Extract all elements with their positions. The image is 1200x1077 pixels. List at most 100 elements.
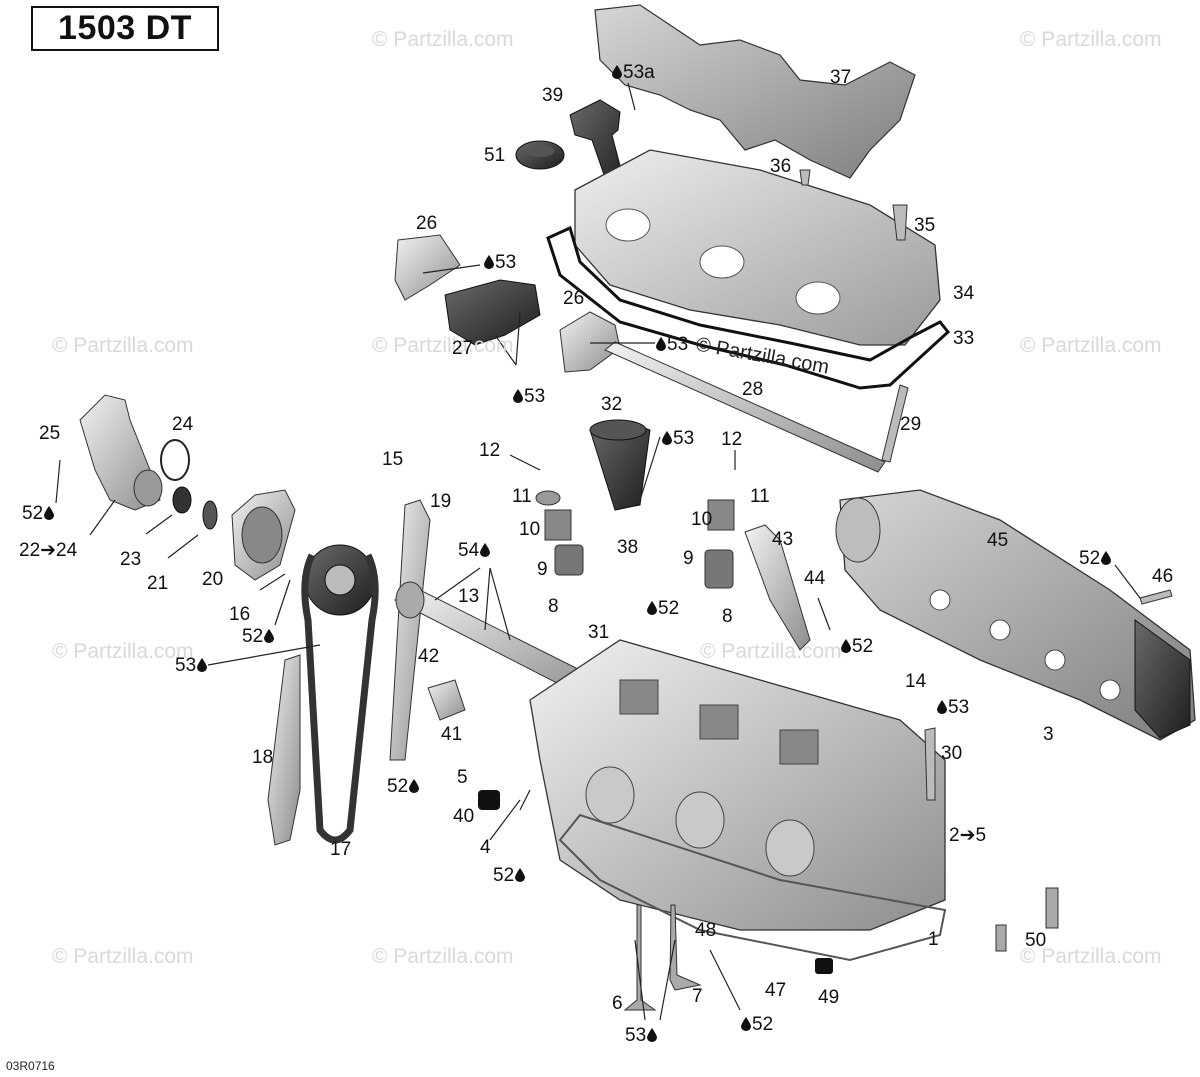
callout-6: 6 [612, 994, 623, 1013]
watermark: © Partzilla.com [1020, 334, 1162, 357]
callout-7: 7 [692, 987, 703, 1006]
callout-40: 40 [453, 807, 474, 826]
oil-drop-icon [647, 1028, 658, 1042]
callout-number: 53 [673, 428, 695, 449]
callout-number: 4 [480, 837, 491, 858]
callout-number: 23 [120, 549, 142, 570]
callout-36: 36 [770, 157, 791, 176]
callout-number: 18 [252, 747, 274, 768]
callout-26b: 26 [563, 289, 584, 308]
oil-drop-icon [480, 543, 491, 557]
callout-35: 35 [914, 216, 935, 235]
callout-number: 46 [1152, 566, 1174, 587]
callout-54: 54 [458, 541, 491, 560]
callout-number: 12 [479, 440, 501, 461]
dowel-50a [995, 924, 1007, 952]
callout-number: 26 [416, 213, 438, 234]
callout-number: 19 [430, 491, 452, 512]
callout-number: 27 [452, 338, 474, 359]
callout-53-c: 53 [655, 335, 688, 354]
callout-4: 4 [480, 838, 491, 857]
callout-28: 28 [742, 380, 763, 399]
callout-10b: 10 [691, 510, 712, 529]
intake-valve [623, 904, 657, 1011]
callout-16: 16 [229, 605, 250, 624]
callout-number: 53 [524, 386, 546, 407]
callout-29: 29 [900, 415, 921, 434]
watermark: © Partzilla.com [1020, 945, 1162, 968]
callout-number: 52 [493, 865, 515, 886]
callout-11b: 11 [750, 487, 770, 506]
callout-number: 31 [588, 622, 610, 643]
valve-spring-right [707, 499, 735, 531]
callout-number: 52 [242, 626, 264, 647]
callout-53-d: 53 [512, 387, 545, 406]
callout-51: 51 [484, 146, 505, 165]
callout-number: 54 [458, 540, 480, 561]
watermark: © Partzilla.com [372, 334, 514, 357]
oil-drop-icon [44, 506, 55, 520]
watermark: © Partzilla.com [52, 334, 194, 357]
callout-number: 29 [900, 414, 922, 435]
callout-45: 45 [987, 531, 1008, 550]
watermark: © Partzilla.com [1020, 28, 1162, 51]
callout-number: 52 [1079, 548, 1101, 569]
callout-52-a: 52 [22, 504, 55, 523]
callout-19: 19 [430, 492, 451, 511]
oil-drop-icon [662, 431, 672, 445]
callout-1: 1 [928, 930, 939, 949]
callout-number: 9 [683, 548, 694, 569]
callout-3: 3 [1043, 725, 1054, 744]
callout-number: 21 [147, 573, 169, 594]
callout-number: 35 [914, 215, 936, 236]
callout-number: 1 [928, 929, 939, 950]
callout-52-d: 52 [646, 599, 679, 618]
callout-number: 11 [512, 486, 532, 507]
callout-number: 53 [625, 1025, 647, 1046]
callout-number: 42 [418, 646, 440, 667]
callout-number: 51 [484, 145, 506, 166]
callout-52-e: 52 [840, 637, 873, 656]
oil-drop-icon [647, 601, 657, 615]
callout-number: 15 [382, 449, 404, 470]
oil-drop-icon [515, 868, 526, 882]
callout-number: 52 [22, 503, 44, 524]
watermark: © Partzilla.com [372, 28, 514, 51]
valve-cover-gasket [546, 225, 951, 390]
oil-drop-icon [197, 658, 208, 672]
plug-49 [815, 958, 833, 974]
callout-42: 42 [418, 647, 439, 666]
callout-53-b: 53 [483, 253, 516, 272]
callout-number: 20 [202, 569, 224, 590]
callout-number: 53 [175, 655, 197, 676]
callout-17: 17 [330, 840, 351, 859]
callout-9b: 9 [683, 549, 694, 568]
callout-37: 37 [830, 68, 851, 87]
callout-44: 44 [804, 569, 825, 588]
callout-53-e: 53 [661, 429, 694, 448]
bracket [744, 524, 811, 651]
oil-drop-icon [937, 700, 947, 714]
watermark: © Partzilla.com [52, 640, 194, 663]
callout-53a: 53a [611, 63, 655, 82]
diagram-code: 03R0716 [6, 1059, 55, 1073]
callout-5: 5 [457, 768, 468, 787]
callout-number: 14 [905, 671, 927, 692]
callout-23: 23 [120, 550, 141, 569]
callout-number: 11 [750, 486, 770, 507]
callout-number: 28 [742, 379, 764, 400]
callout-11a: 11 [512, 487, 532, 506]
callout-number: 24 [172, 414, 194, 435]
callout-13: 13 [458, 587, 479, 606]
callout-12a: 12 [479, 441, 500, 460]
callout-32: 32 [601, 395, 622, 414]
callout-number: 6 [612, 993, 623, 1014]
callout-52-c: 52 [242, 627, 275, 646]
callout-53-h: 53 [625, 1026, 658, 1045]
callout-number: 53 [948, 697, 970, 718]
callout-number: 48 [695, 920, 717, 941]
callout-number: 53 [667, 334, 689, 355]
callout-34: 34 [953, 284, 974, 303]
callout-number: 7 [692, 986, 703, 1007]
